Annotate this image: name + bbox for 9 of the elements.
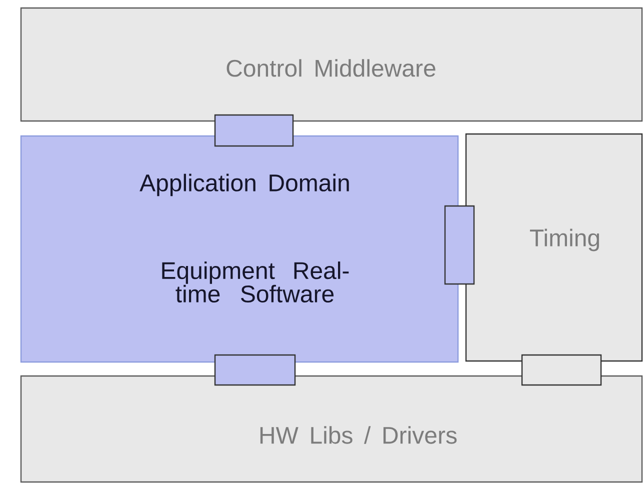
layer-label: Application Domain (140, 174, 349, 196)
interface-block (214, 114, 294, 147)
layer-label: HW Libs / Drivers (260, 426, 457, 444)
layer-label: Timing (530, 228, 599, 252)
layer-label: Control Middleware (226, 59, 436, 77)
interface-block (214, 354, 296, 386)
interface-block (521, 354, 602, 386)
layer-label: Equipment Real-time Software (162, 262, 349, 302)
interface-block (444, 205, 475, 285)
